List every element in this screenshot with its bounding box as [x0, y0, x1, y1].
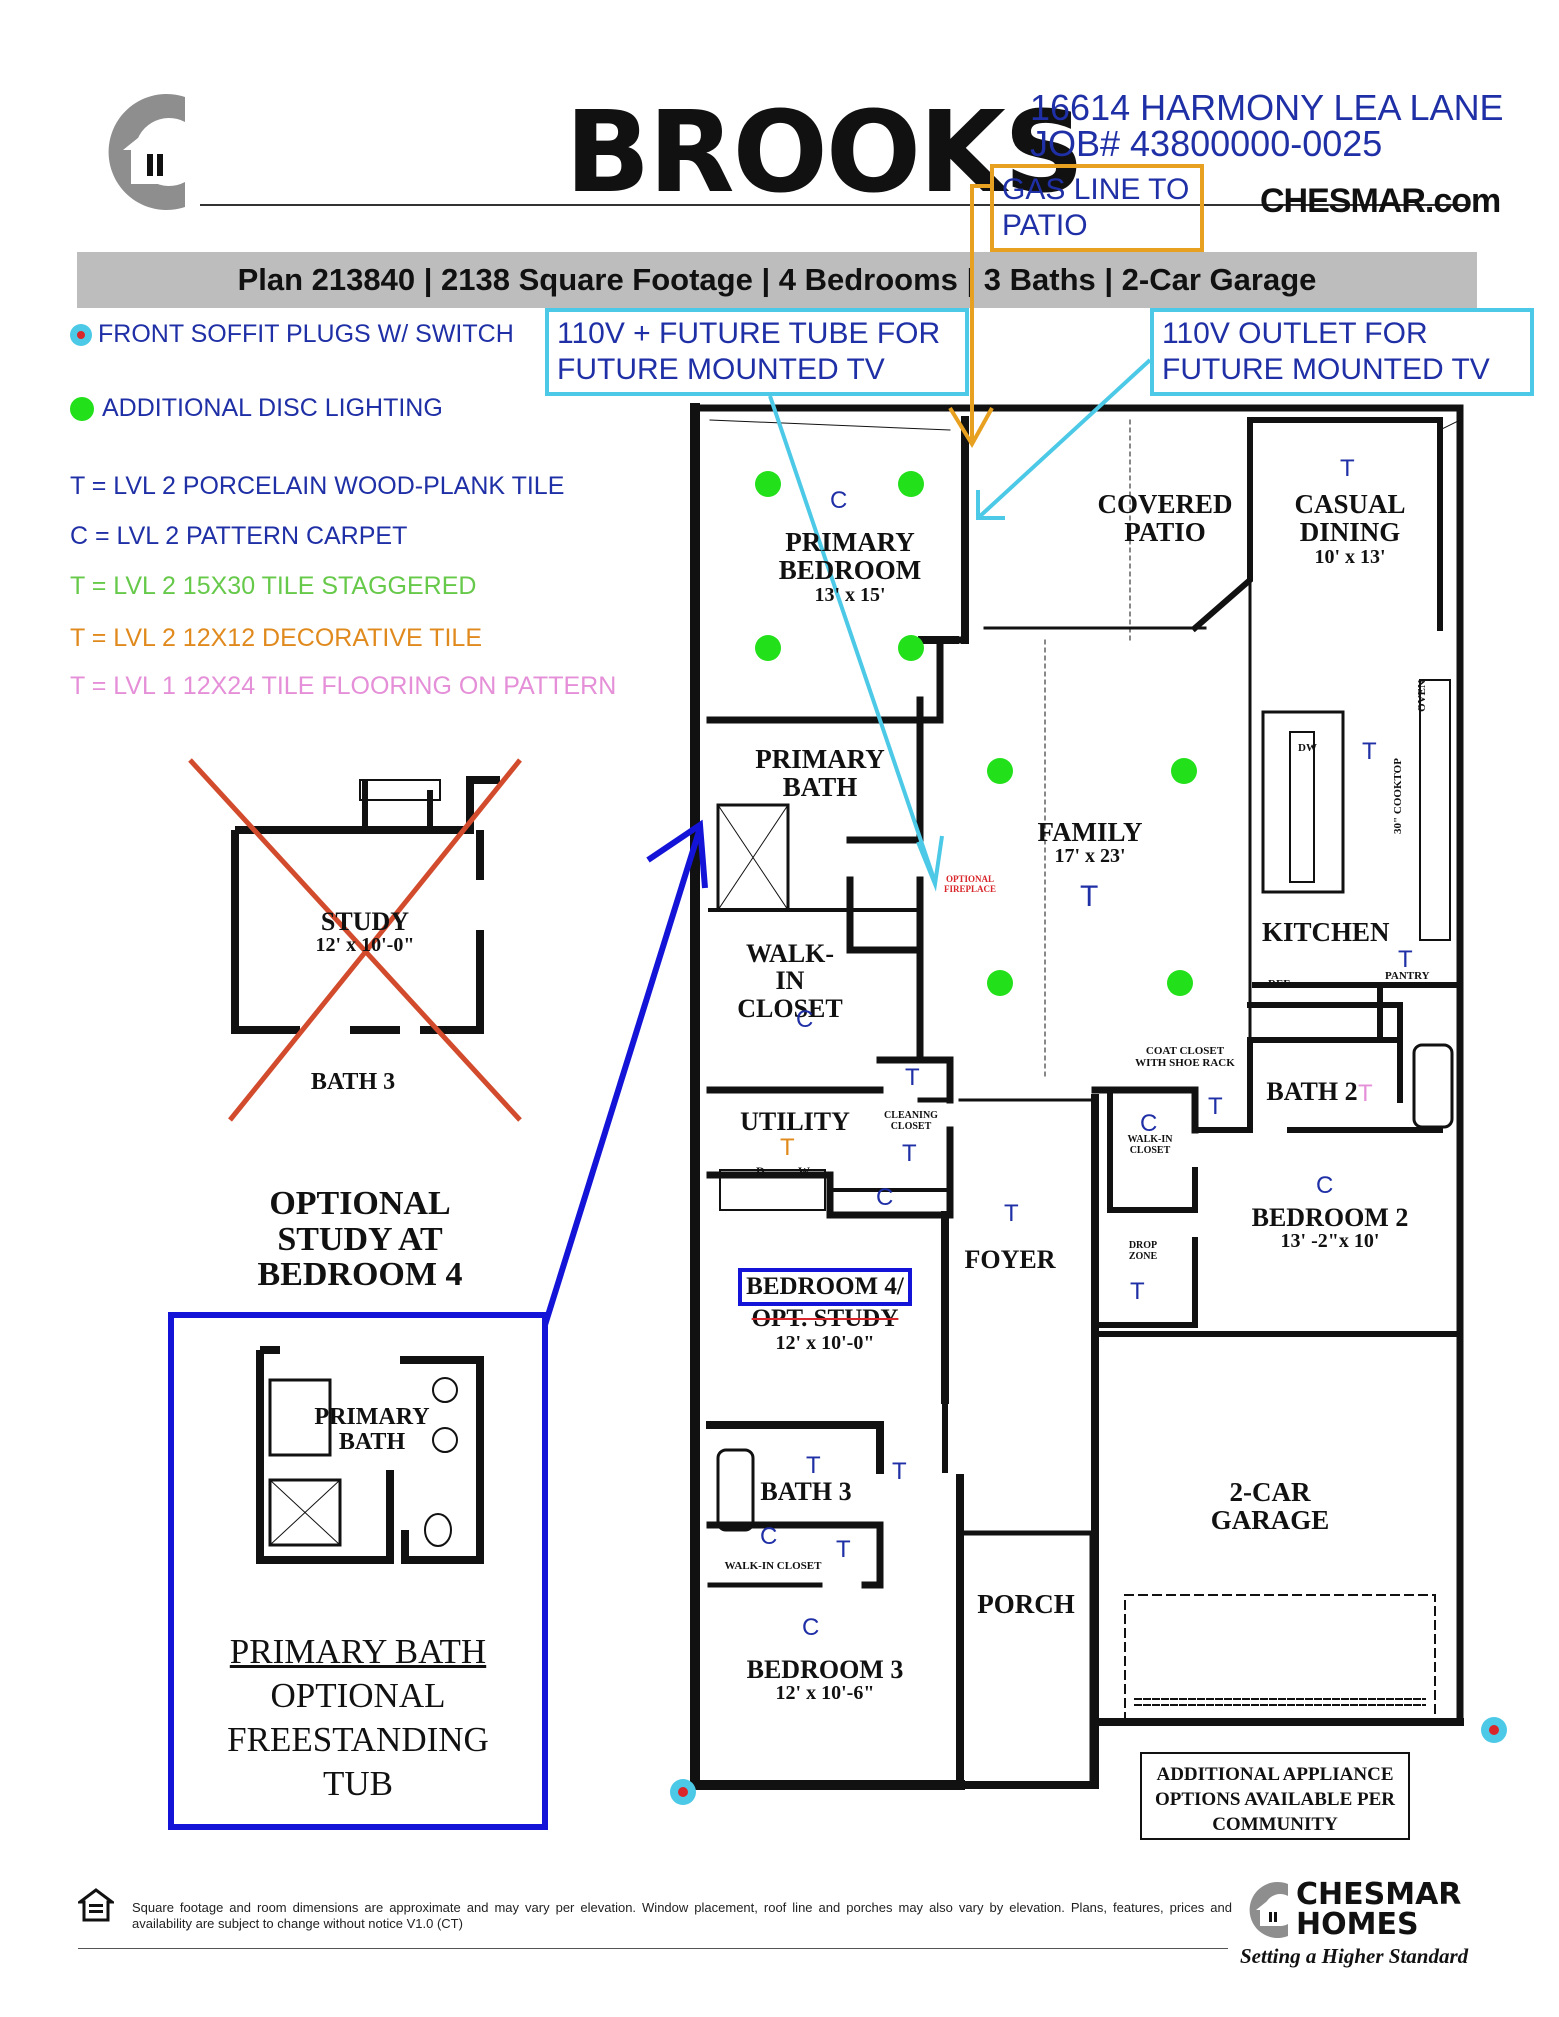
opt-study-struck: OPT. STUDY — [751, 1305, 899, 1333]
walkin-closet-small-label: WALK-IN CLOSET — [1127, 1134, 1173, 1156]
marker-t-hall: T — [892, 1458, 907, 1485]
room-primary-bath: PRIMARY BATH — [755, 744, 885, 803]
marker-c-bedroom3: C — [802, 1614, 820, 1641]
tub-option-arrow — [542, 819, 708, 1326]
room-garage: 2-CAR GARAGE — [1210, 1477, 1330, 1536]
oven-label: OVEN — [1415, 680, 1428, 712]
marker-t-utility: T — [780, 1134, 795, 1161]
marker-t-cleaning: T — [905, 1064, 920, 1091]
marker-t-b3-closet: T — [836, 1536, 851, 1563]
job-address: 16614 HARMONY LEA LANE JOB# 43800000-002… — [1030, 90, 1504, 162]
marker-t-dining: T — [1340, 455, 1355, 482]
footer-rule — [78, 1948, 1228, 1949]
tv-tube-callout: 110V + FUTURE TUBE FOR FUTURE MOUNTED TV — [545, 308, 969, 396]
bedroom-4-boxed-label: BEDROOM 4/ — [738, 1268, 912, 1307]
optional-study-caption: OPTIONAL STUDY AT BEDROOM 4 — [257, 1185, 463, 1294]
disclaimer: Square footage and room dimensions are a… — [132, 1900, 1232, 1931]
chesmar-house-logo — [108, 94, 185, 210]
marker-t-bath3: T — [806, 1452, 821, 1479]
marker-c-b3-closet: C — [760, 1523, 778, 1550]
disc-light-icon — [70, 397, 94, 422]
tub-option-caption: PRIMARY BATH OPTIONAL FREESTANDING TUB — [227, 1632, 489, 1803]
walkin-closet-b3-label: WALK-IN CLOSET — [724, 1560, 822, 1572]
tv-arrows — [768, 358, 1152, 892]
marker-t-coat: T — [1208, 1093, 1223, 1120]
soffit-plug-icon — [70, 324, 92, 347]
tv-outlet-callout: 110V OUTLET FOR FUTURE MOUNTED TV — [1150, 308, 1534, 396]
coat-closet-label: COAT CLOSET WITH SHOE RACK — [1135, 1045, 1235, 1069]
equal-housing-icon — [78, 1888, 114, 1922]
room-utility: UTILITY — [740, 1107, 850, 1136]
cooktop-label: 30" COOKTOP — [1391, 758, 1404, 834]
marker-c-walkin: C — [1140, 1110, 1158, 1137]
marker-t-foyer: T — [1004, 1200, 1019, 1227]
footer-brand: CHESMAR HOMES — [1296, 1877, 1462, 1942]
address-line: 16614 HARMONY LEA LANE — [1030, 87, 1504, 128]
ref-label: REF — [1268, 978, 1290, 990]
footer-tagline: Setting a Higher Standard — [1240, 1944, 1469, 1968]
room-foyer: FOYER — [964, 1245, 1056, 1274]
pantry-label: PANTRY — [1385, 970, 1430, 982]
study-bath-label: BATH 3 — [310, 1069, 396, 1095]
drop-zone-label: DROP ZONE — [1128, 1240, 1158, 1262]
marker-t-family: T — [1080, 880, 1099, 913]
legend-12x24-tile: T = LVL 1 12X24 TILE FLOORING ON PATTERN — [70, 672, 617, 700]
tub-option-plan — [256, 1346, 484, 1564]
legend-soffit: FRONT SOFFIT PLUGS W/ SWITCH — [70, 320, 514, 349]
chesmar-homes-logo-icon — [1249, 1882, 1288, 1938]
washer-label: W — [798, 1164, 810, 1178]
marker-c-primary-bedroom: C — [830, 487, 848, 514]
tub-option-box — [168, 1312, 548, 1830]
disc-lights — [755, 471, 1197, 996]
marker-t-kitchen: T — [1362, 738, 1377, 765]
tub-option-room-label: PRIMARY BATH — [314, 1404, 430, 1456]
gas-line-callout: GAS LINE TO PATIO — [990, 164, 1204, 252]
cleaning-closet-label: CLEANING CLOSET — [884, 1110, 938, 1132]
room-covered-patio: COVERED PATIO — [1097, 489, 1233, 548]
appliance-note: ADDITIONAL APPLIANCE OPTIONS AVAILABLE P… — [1140, 1752, 1410, 1840]
dishwasher-label: DW — [1298, 742, 1317, 754]
soffit-plugs — [670, 1717, 1507, 1805]
room-kitchen: KITCHEN — [1262, 917, 1390, 947]
legend-15x30-tile: T = LVL 2 15X30 TILE STAGGERED — [70, 572, 477, 600]
room-bath-2: BATH 2 — [1266, 1077, 1358, 1106]
room-porch: PORCH — [977, 1589, 1075, 1619]
plan-title: BROOKS — [565, 88, 1084, 218]
marker-t-pantry: T — [1398, 946, 1413, 973]
marker-c-closet: C — [796, 1006, 814, 1033]
marker-t-drop: T — [1130, 1278, 1145, 1305]
optional-study-plan — [188, 758, 522, 1122]
marker-c-hall: C — [876, 1184, 894, 1211]
plan-summary-bar: Plan 213840 | 2138 Square Footage | 4 Be… — [77, 252, 1477, 308]
room-walkin-closet: WALK-IN CLOSET — [737, 939, 843, 1023]
website[interactable]: CHESMAR.com — [1260, 182, 1501, 220]
room-bath-3: BATH 3 — [760, 1477, 852, 1506]
header-rule — [200, 204, 1470, 206]
optional-fireplace-label: OPTIONAL FIREPLACE — [943, 874, 996, 894]
marker-c-bedroom2: C — [1316, 1172, 1334, 1199]
room-bedroom-4: BEDROOM 4/ OPT. STUDY 12' x 10'-0" — [730, 1268, 920, 1354]
marker-t-cleaning-2: T — [902, 1140, 917, 1167]
gas-line-arrow — [948, 184, 994, 448]
legend-12x12-tile: T = LVL 2 12X12 DECORATIVE TILE — [70, 624, 482, 652]
marker-t-bath2: T — [1358, 1080, 1373, 1107]
legend-carpet: C = LVL 2 PATTERN CARPET — [70, 522, 408, 550]
dryer-label: D — [756, 1164, 765, 1178]
job-number: JOB# 43800000-0025 — [1030, 123, 1383, 164]
legend-wood-tile: T = LVL 2 PORCELAIN WOOD-PLANK TILE — [70, 472, 565, 500]
legend-disc: ADDITIONAL DISC LIGHTING — [70, 394, 443, 423]
